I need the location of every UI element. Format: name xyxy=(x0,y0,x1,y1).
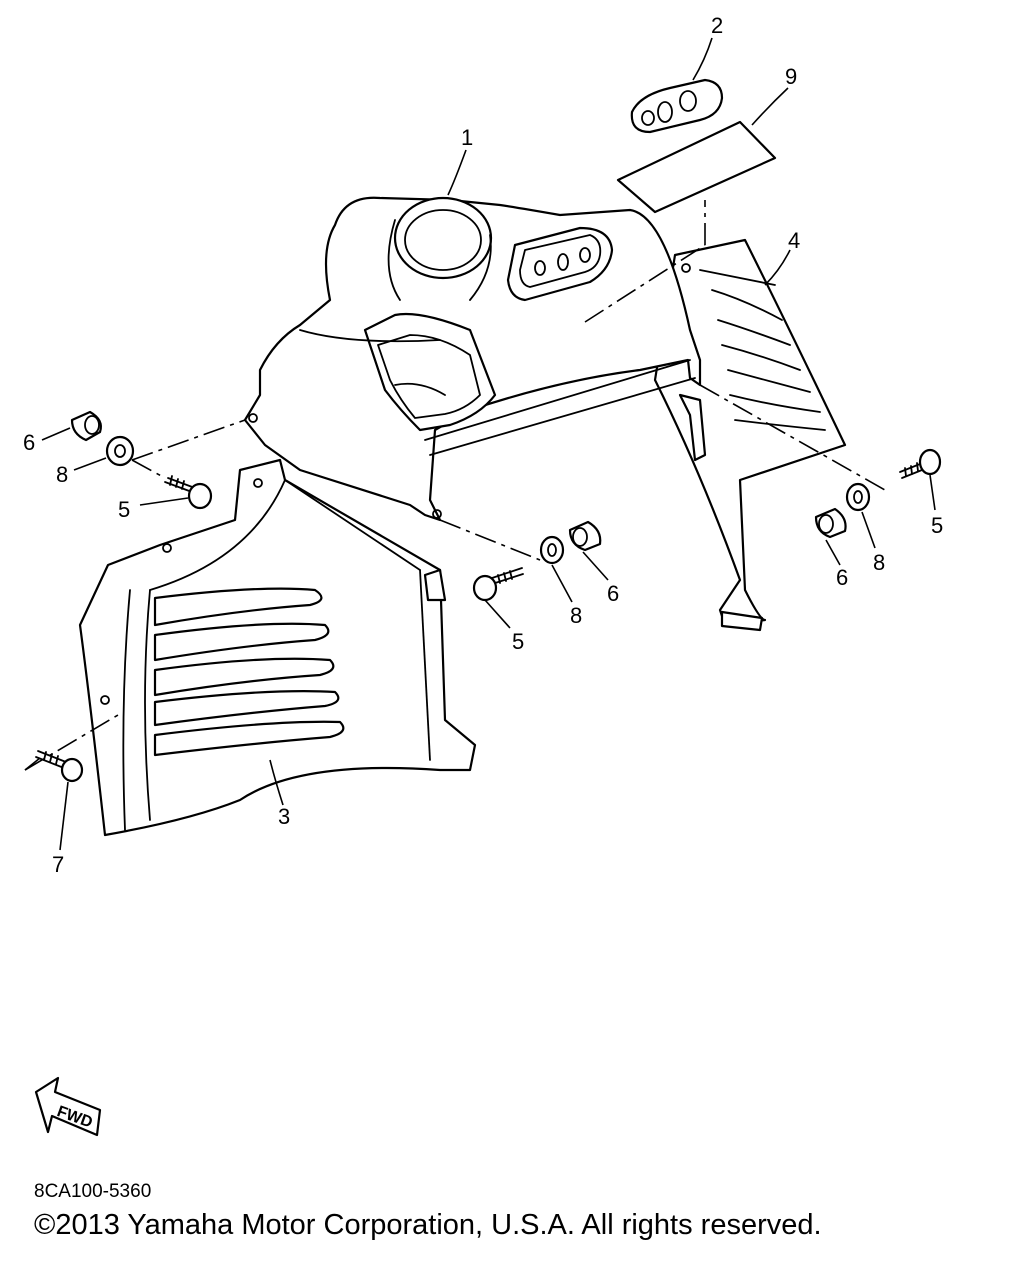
bolt-right xyxy=(899,448,942,479)
label-plate-part xyxy=(616,120,777,214)
callout-6-center: 6 xyxy=(607,581,619,606)
callout-3: 3 xyxy=(278,804,290,829)
callout-8-right: 8 xyxy=(873,550,885,575)
screw-7 xyxy=(35,750,84,783)
washer-left xyxy=(105,435,135,467)
callout-5-left: 5 xyxy=(118,497,130,522)
callout-5-center: 5 xyxy=(512,629,524,654)
callout-7: 7 xyxy=(52,852,64,877)
callout-2: 2 xyxy=(711,13,723,38)
nut-right xyxy=(814,507,847,539)
bolt-center xyxy=(472,567,524,602)
callout-1: 1 xyxy=(461,125,473,150)
diagram-code: 8CA100-5360 xyxy=(34,1181,152,1202)
alignment-lines xyxy=(24,200,886,771)
callout-5-right: 5 xyxy=(931,513,943,538)
gasket-part xyxy=(630,78,724,134)
nut-center xyxy=(568,520,602,552)
washer-right xyxy=(845,482,871,512)
copyright-notice: ©2013 Yamaha Motor Corporation, U.S.A. A… xyxy=(34,1209,822,1241)
callout-9: 9 xyxy=(785,64,797,89)
callout-8-center: 8 xyxy=(570,603,582,628)
callout-6-left: 6 xyxy=(23,430,35,455)
nut-left xyxy=(70,410,102,442)
callout-4: 4 xyxy=(788,228,800,253)
forward-arrow-icon: FWD xyxy=(34,1076,102,1137)
front-cover xyxy=(243,196,707,522)
leader-lines xyxy=(41,37,936,851)
washer-center xyxy=(539,535,565,565)
bolt-left xyxy=(164,475,213,510)
callout-8-left: 8 xyxy=(56,462,68,487)
callout-6-right: 6 xyxy=(836,565,848,590)
right-side-panel xyxy=(653,238,847,632)
left-side-panel xyxy=(78,458,477,837)
